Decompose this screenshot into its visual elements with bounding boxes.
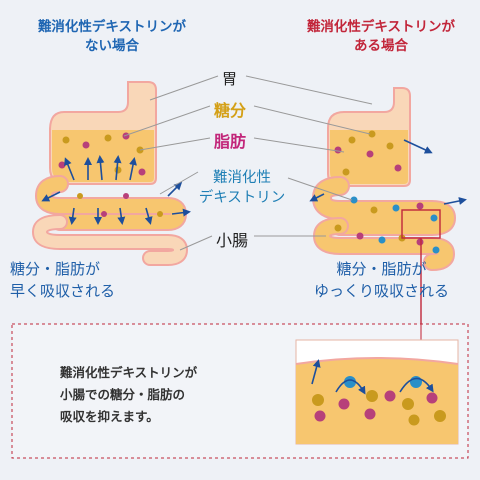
caption-left-line2: 早く吸収される [10,282,116,300]
fat-dot [416,202,424,210]
caption-with-dextrin: 糖分・脂肪が ゆっくり吸収される [314,258,449,302]
caption-without-dextrin: 糖分・脂肪が 早く吸収される [10,258,115,302]
header-left-line1: 難消化性デキストリンが [37,19,187,35]
fat-dot [58,161,66,169]
sugar-dot [402,398,414,410]
label-dextrin-line1: 難消化性 [213,170,271,186]
note-line2: 小腸での糖分・脂肪の [60,387,186,402]
sugar-dot [157,211,163,217]
header-without-dextrin: 難消化性デキストリンが ない場合 [22,18,202,56]
fat-dot [426,392,438,404]
fat-dot [101,211,107,217]
sugar-dot [342,168,350,176]
fat-dot [314,410,326,422]
header-right-line1: 難消化性デキストリンが [306,19,456,35]
absorption-arrows-right [309,139,467,205]
sugar-dot [312,394,324,406]
sugar-dot [386,142,394,150]
explanation-note: 難消化性デキストリンが 小腸での糖分・脂肪の 吸収を抑えます。 [60,362,250,428]
header-right-line2: ある場合 [354,38,408,54]
sugar-dot [408,414,420,426]
fat-dot [138,168,146,176]
sugar-dot [366,390,378,402]
fat-dot [82,141,90,149]
dextrin-dot [350,196,358,204]
dextrin-dot [378,236,386,244]
label-fat: 脂肪 [214,132,247,151]
label-stomach: 胃 [222,70,238,88]
label-sugar: 糖分 [214,101,247,120]
zoom-panel [295,339,459,445]
fat-dot [384,390,396,402]
sugar-dot [114,166,122,174]
caption-right-line2: ゆっくり吸収される [314,282,450,300]
header-with-dextrin: 難消化性デキストリンが ある場合 [286,18,476,56]
header-left-line2: ない場合 [85,38,139,54]
sugar-dot [104,134,112,142]
dextrin-dot [432,246,440,254]
fat-dot [338,398,350,410]
fat-dot [416,238,424,246]
sugar-dot [77,193,83,199]
dextrin-dot [392,204,400,212]
left-digestive-tract [31,81,191,266]
fat-dot [356,232,364,240]
caption-left-line1: 糖分・脂肪が [10,260,101,278]
note-line3: 吸収を抑えます。 [60,409,159,424]
label-small-intestine: 小腸 [216,231,249,250]
caption-right-line1: 糖分・脂肪が [336,260,427,278]
right-digestive-tract [309,87,467,271]
absorption-arrows-left [41,155,191,225]
sugar-dot [368,130,376,138]
note-line1: 難消化性デキストリンが [60,365,198,380]
dextrin-dot [344,376,356,388]
fat-dot [334,146,342,154]
sugar-dot [348,136,356,144]
fat-dot [123,193,129,199]
label-dextrin: 難消化性 デキストリン [196,168,288,208]
fat-dot [394,164,402,172]
sugar-dot [62,136,70,144]
sugar-dot [370,206,378,214]
dextrin-dot [430,214,438,222]
sugar-dot [334,224,342,232]
fat-dot [122,132,130,140]
fat-dot [364,408,376,420]
sugar-dot [434,410,446,422]
blocked-arrows [311,359,434,395]
callout-lines [123,75,373,251]
fat-dot [366,150,374,158]
label-dextrin-line2: デキストリン [198,190,286,206]
